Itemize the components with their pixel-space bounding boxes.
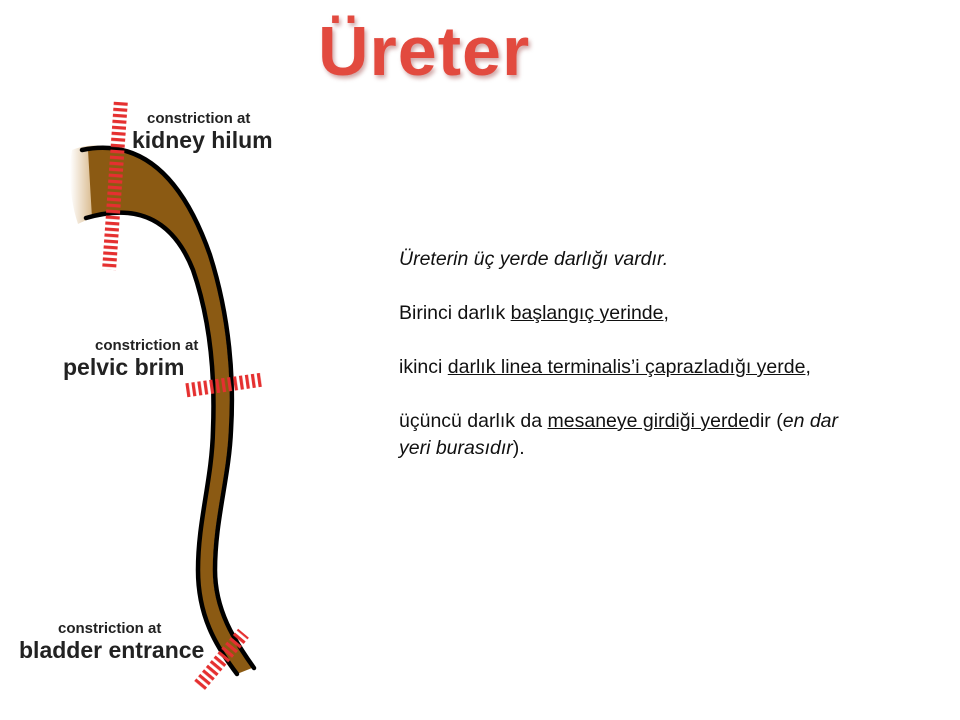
bladder-label-big: bladder entrance — [19, 637, 204, 663]
brim-label-small: constriction at — [95, 337, 198, 354]
hilum-label-big: kidney hilum — [132, 127, 273, 153]
description-text: Üreterin üç yerde darlığı vardır. Birinc… — [399, 246, 869, 489]
brim-label-big: pelvic brim — [63, 354, 184, 380]
brim-constriction-marker — [184, 372, 264, 398]
ureter-outline-inner — [83, 210, 240, 677]
bladder-constriction-marker — [193, 628, 249, 692]
ureter-outline-outer — [79, 145, 257, 671]
paragraph-third: üçüncü darlık da mesaneye girdiği yerded… — [399, 410, 839, 459]
ureter — [88, 148, 252, 675]
paragraph-intro: Üreterin üç yerde darlığı vardır. — [399, 248, 669, 270]
paragraph-first: Birinci darlık başlangıç yerinde, — [399, 302, 669, 324]
paragraph-second: ikinci darlık linea terminalis’i çaprazl… — [399, 356, 811, 378]
hilum-label-small: constriction at — [147, 110, 250, 127]
bladder-label-small: constriction at — [58, 620, 161, 637]
hilum-constriction-marker — [102, 99, 128, 271]
slide-title: Üreter — [318, 12, 531, 90]
